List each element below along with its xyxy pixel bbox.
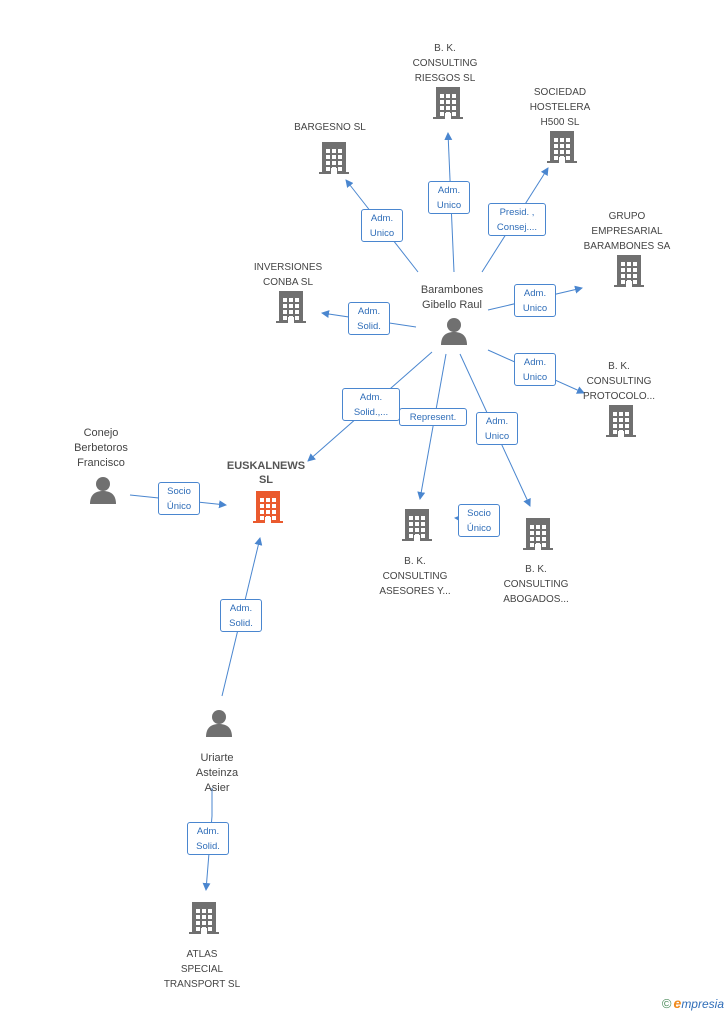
building-icon[interactable] <box>606 403 636 442</box>
empresia-logo-initial: e <box>673 995 682 1011</box>
edge-uriarte-to-atlas <box>202 788 213 891</box>
edge-label-barambones-to-inversiones[interactable]: Adm. Solid. <box>348 302 390 335</box>
node-label-bk_riesgos[interactable]: B. K. CONSULTING RIESGOS SL <box>412 43 478 84</box>
building-icon[interactable] <box>319 140 349 179</box>
node-label-barambones[interactable]: Barambones Gibello Raul <box>420 284 484 311</box>
edge-label-uriarte-to-atlas[interactable]: Adm. Solid. <box>187 822 229 855</box>
person-icon[interactable] <box>88 476 118 509</box>
empresia-watermark[interactable]: ©empresia <box>662 995 724 1011</box>
edge-label-barambones-to-bk_protocolo[interactable]: Adm. Unico <box>514 353 556 386</box>
node-label-grupo[interactable]: GRUPO EMPRESARIAL BARAMBONES SA <box>583 211 671 252</box>
edge-label-bk_abogados-to-bk_asesores[interactable]: Socio Único <box>458 504 500 537</box>
edge-label-barambones-to-bargesno[interactable]: Adm. Unico <box>361 209 403 242</box>
edge-label-barambones-to-euskalnews[interactable]: Adm. Solid.,... <box>342 388 400 421</box>
node-label-euskalnews[interactable]: EUSKALNEWS SL <box>226 460 306 486</box>
node-label-bk_protocolo[interactable]: B. K. CONSULTING PROTOCOLO... <box>582 361 656 402</box>
building-icon[interactable] <box>189 900 219 939</box>
person-icon[interactable] <box>204 709 234 742</box>
node-label-bk_asesores[interactable]: B. K. CONSULTING ASESORES Y... <box>379 556 451 597</box>
edge-label-barambones-to-sociedad[interactable]: Presid. , Consej.... <box>488 203 546 236</box>
building-icon[interactable] <box>614 253 644 292</box>
building-icon[interactable] <box>276 289 306 328</box>
edge-label-uriarte-to-euskalnews[interactable]: Adm. Solid. <box>220 599 262 632</box>
node-label-atlas[interactable]: ATLAS SPECIAL TRANSPORT SL <box>163 949 241 990</box>
node-label-sociedad[interactable]: SOCIEDAD HOSTELERA H500 SL <box>529 87 591 128</box>
node-label-bargesno[interactable]: BARGESNO SL <box>294 122 366 133</box>
node-label-uriarte[interactable]: Uriarte Asteinza Asier <box>195 752 239 794</box>
edge-label-barambones-to-bk_abogados[interactable]: Adm. Unico <box>476 412 518 445</box>
building-icon[interactable] <box>433 85 463 124</box>
node-label-bk_abogados[interactable]: B. K. CONSULTING ABOGADOS... <box>503 564 569 605</box>
edge-label-conejo-to-euskalnews[interactable]: Socio Único <box>158 482 200 515</box>
node-label-inversiones[interactable]: INVERSIONES CONBA SL <box>253 262 323 288</box>
main-company-building-icon[interactable] <box>253 489 283 528</box>
building-icon[interactable] <box>547 129 577 168</box>
copyright-symbol: © <box>661 996 672 1011</box>
edge-label-barambones-to-grupo[interactable]: Adm. Unico <box>514 284 556 317</box>
edge-barambones-to-bk_asesores <box>417 353 447 500</box>
edge-label-barambones-to-bk_riesgos[interactable]: Adm. Unico <box>428 181 470 214</box>
building-icon[interactable] <box>402 507 432 546</box>
node-label-conejo[interactable]: Conejo Berbetoros Francisco <box>74 427 128 469</box>
edge-label-barambones-to-bk_asesores[interactable]: Represent. <box>399 408 467 426</box>
empresia-logo-text: mpresia <box>681 997 724 1011</box>
person-icon[interactable] <box>439 317 469 350</box>
building-icon[interactable] <box>523 516 553 555</box>
